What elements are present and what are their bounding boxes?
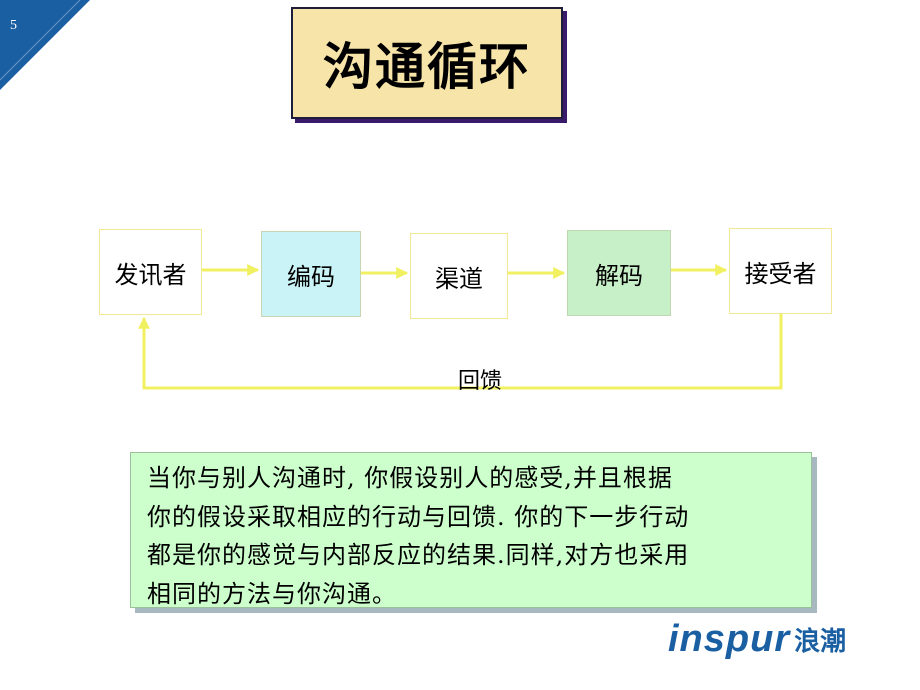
inspur-logo: inspur 浪潮 — [668, 618, 846, 660]
node-sender: 发讯者 — [99, 229, 202, 315]
node-decode: 解码 — [567, 230, 671, 316]
note-line: 你的假设采取相应的行动与回馈. 你的下一步行动 — [147, 502, 690, 531]
note-box: 当你与别人沟通时, 你假设别人的感受,并且根据 你的假设采取相应的行动与回馈. … — [130, 452, 812, 608]
node-channel: 渠道 — [410, 233, 508, 319]
feedback-label: 回馈 — [457, 369, 502, 394]
note-line: 相同的方法与你沟通。 — [147, 579, 397, 608]
logo-text-en: inspur — [668, 617, 791, 660]
slide-title: 沟通循环 — [291, 7, 563, 119]
note-line: 都是你的感觉与内部反应的结果.同样,对方也采用 — [147, 541, 690, 569]
note-line: 当你与别人沟通时, 你假设别人的感受,并且根据 — [147, 464, 673, 492]
node-receiver: 接受者 — [729, 228, 832, 314]
feedback-loop — [138, 314, 783, 390]
node-encode: 编码 — [261, 231, 361, 317]
slide-number: 5 — [10, 18, 17, 33]
corner-decoration — [0, 0, 90, 90]
logo-text-cn: 浪潮 — [794, 626, 847, 657]
